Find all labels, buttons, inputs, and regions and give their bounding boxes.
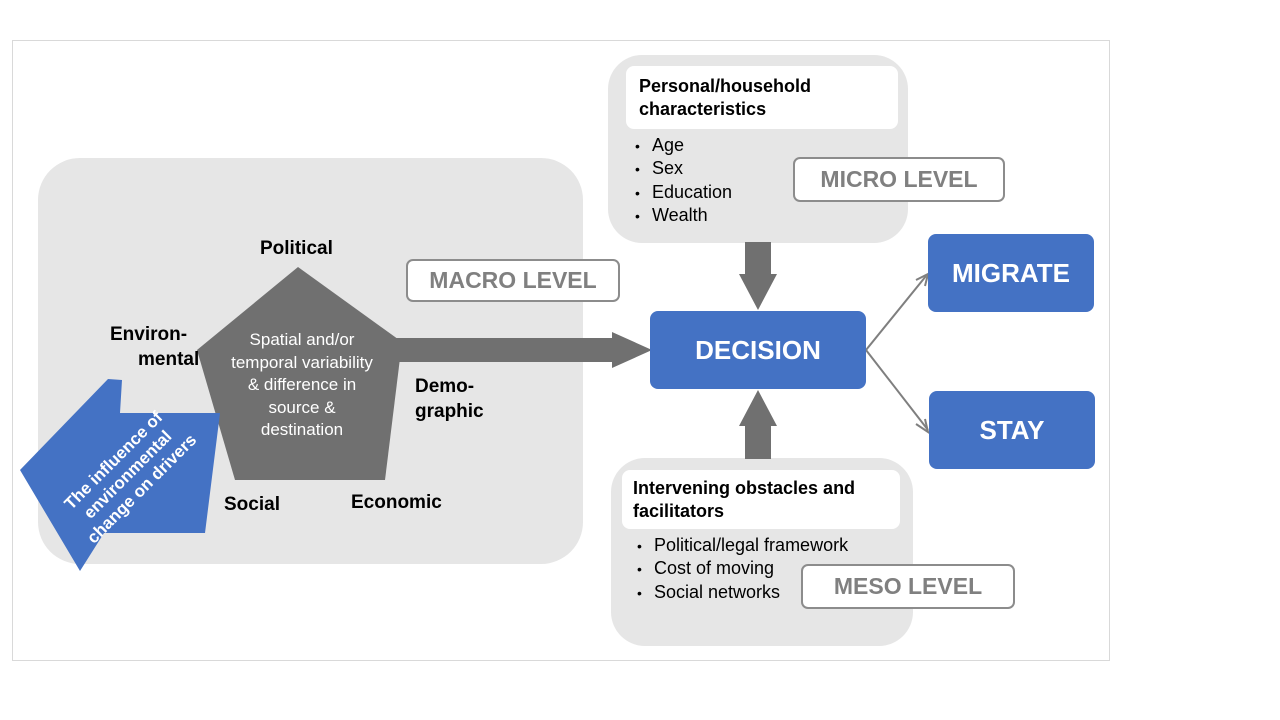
diagram-frame [12, 40, 1110, 661]
drivers-pentagon [197, 267, 402, 480]
meso-to-decision-arrow [739, 390, 777, 459]
list-item: Wealth [635, 204, 732, 227]
driver-demographic-line: Demo- [415, 376, 475, 397]
micro-to-decision-arrow [739, 242, 777, 310]
decision-to-stay-arrow [865, 349, 930, 435]
pentagon-text-line: temporal variability [231, 352, 373, 372]
micro-heading-line: Personal/household [639, 75, 812, 96]
pentagon-text-line: destination [260, 420, 344, 439]
meso-heading: Intervening obstacles and facilitators [622, 470, 900, 529]
driver-social: Social [224, 494, 280, 515]
pentagon-text-line: Spatial and/or [249, 330, 355, 349]
pentagon-text-line: & difference in [247, 375, 357, 394]
driver-demographic-line: graphic [415, 401, 484, 422]
decision-box: DECISION [650, 311, 866, 389]
macro-level-label: MACRO LEVEL [406, 259, 620, 302]
list-item: Education [635, 181, 732, 204]
driver-environmental-line: mental [138, 349, 200, 370]
migrate-box: MIGRATE [928, 234, 1094, 312]
meso-list: Political/legal framework Cost of moving… [637, 534, 848, 604]
micro-level-label: MICRO LEVEL [793, 157, 1005, 202]
driver-environmental-line: Environ- [110, 324, 188, 345]
list-item: Cost of moving [637, 557, 848, 580]
list-item: Political/legal framework [637, 534, 848, 557]
stay-box: STAY [929, 391, 1095, 469]
list-item: Age [635, 134, 732, 157]
driver-economic: Economic [351, 492, 442, 513]
driver-political: Political [260, 238, 333, 259]
driver-demographic: Demo- graphic [415, 374, 484, 424]
list-item: Sex [635, 157, 732, 180]
pentagon-text: Spatial and/or temporal variability & di… [210, 329, 394, 442]
micro-list: Age Sex Education Wealth [635, 134, 732, 227]
meso-heading-line: facilitators [633, 500, 725, 521]
macro-to-decision-arrow [395, 332, 652, 368]
meso-heading-line: Intervening obstacles and [633, 477, 856, 498]
influence-arrow [20, 379, 220, 571]
pentagon-text-line: source & [268, 397, 336, 417]
list-item: Social networks [637, 581, 848, 604]
driver-environmental: Environ- mental [110, 322, 199, 372]
micro-heading-line: characteristics [639, 98, 767, 119]
micro-heading: Personal/household characteristics [626, 66, 898, 129]
decision-to-migrate-arrow [865, 272, 930, 351]
